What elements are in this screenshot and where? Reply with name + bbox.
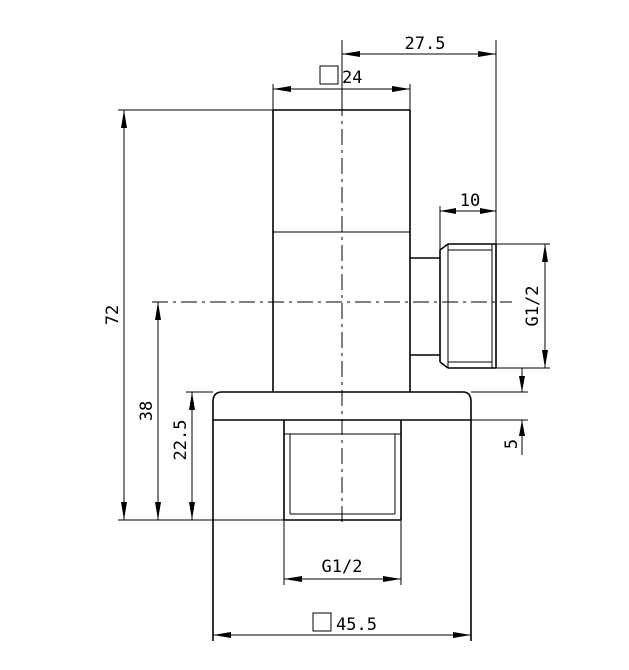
dim-label-inlet-thread: G1/2 (322, 557, 363, 577)
dim-22-5: 22.5 (171, 392, 195, 520)
dim-72: 72 (103, 110, 127, 520)
center-lines (152, 100, 512, 525)
dim-square-24: 24 (273, 65, 410, 92)
dim-label-5: 5 (502, 439, 522, 449)
dim-label-24: 24 (342, 68, 362, 88)
dim-label-72: 72 (103, 305, 123, 325)
dim-label-outlet-thread: G1/2 (523, 286, 543, 327)
dim-square-45-5: 45.5 (213, 612, 471, 638)
dim-38: 38 (137, 302, 161, 520)
dim-label-10: 10 (460, 191, 480, 211)
dim-inlet-thread: G1/2 (284, 557, 401, 582)
dim-label-22-5: 22.5 (171, 420, 191, 461)
extension-lines (118, 40, 550, 585)
dim-label-27-5: 27.5 (405, 34, 446, 54)
dim-label-45-5: 45.5 (336, 615, 377, 635)
dim-27-5: 27.5 (342, 34, 496, 57)
square-symbol-icon (312, 612, 332, 632)
dim-label-38: 38 (137, 401, 157, 421)
side-outlet (410, 243, 497, 369)
square-symbol-icon (319, 65, 339, 85)
dim-outlet-thread: G1/2 (523, 244, 548, 368)
dim-10: 10 (440, 191, 496, 214)
dim-5: 5 (502, 368, 525, 455)
